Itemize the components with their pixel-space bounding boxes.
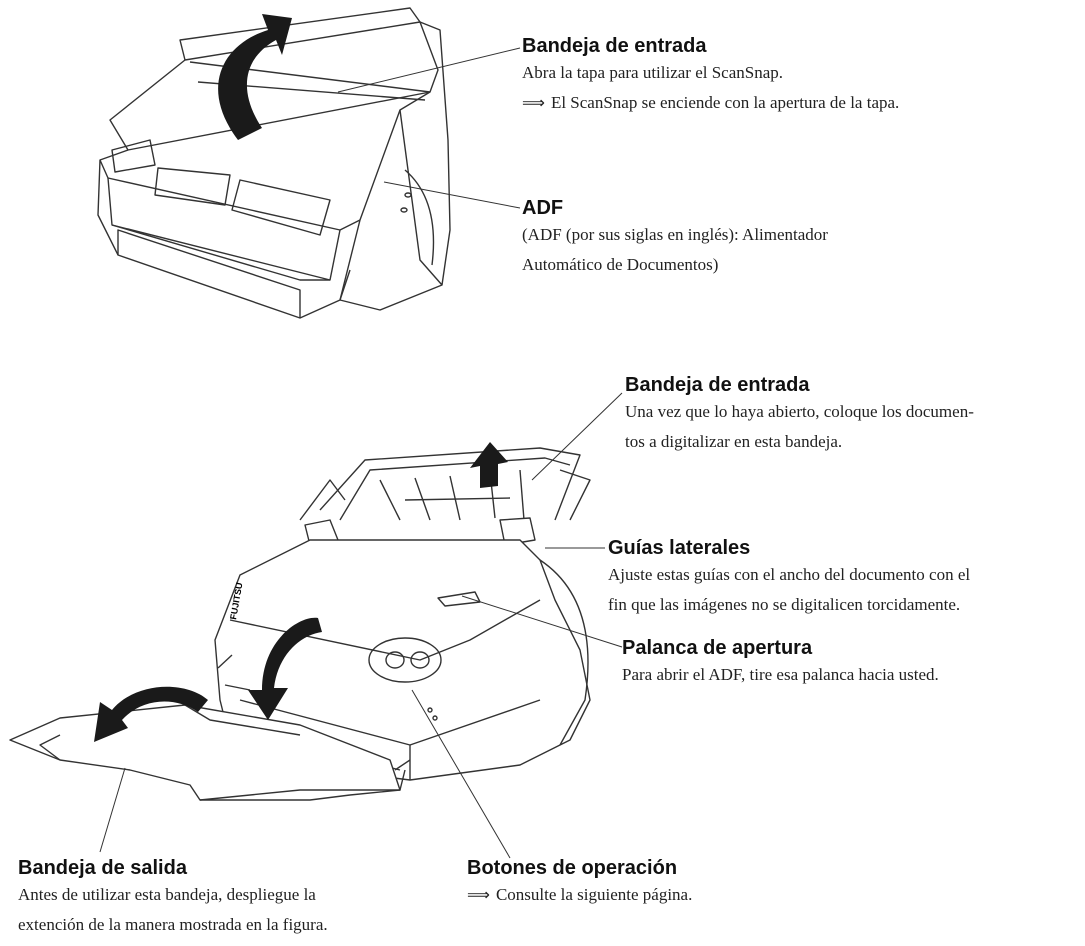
operation-buttons-callout: Botones de operación ⟹ Consulte la siguie… — [467, 856, 887, 911]
open-cover-arrow — [218, 14, 292, 140]
double-arrow-icon: ⟹ — [522, 95, 545, 112]
operation-buttons-title: Botones de operación — [467, 857, 678, 879]
top-input-tray-line2: El ScanSnap se enciende con la apertura … — [550, 93, 900, 112]
tray-up-arrow — [470, 442, 508, 488]
output-tray-open-arrow — [248, 617, 322, 720]
bottom-input-tray-line2: tos a digitalizar en esta bandeja. — [625, 432, 843, 451]
adf-callout: ADF (ADF (por sus siglas en inglés): Ali… — [522, 196, 1062, 280]
closed-scanner-drawing — [97, 7, 451, 319]
open-lever-title: Palanca de apertura — [622, 637, 813, 659]
output-tray-line2: extención de la manera mostrada en la fi… — [18, 915, 328, 934]
adf-line2: Automático de Documentos) — [522, 255, 719, 274]
open-lever-callout: Palanca de apertura Para abrir el ADF, t… — [622, 636, 1072, 690]
top-input-tray-callout: Bandeja de entrada Abra la tapa para uti… — [522, 34, 1062, 119]
side-guides-title: Guías laterales — [608, 537, 751, 559]
operation-buttons-line1: Consulte la siguiente página. — [495, 885, 693, 904]
bottom-input-tray-title: Bandeja de entrada — [625, 374, 810, 396]
output-tray-title: Bandeja de salida — [18, 857, 187, 879]
side-guides-line2: fin que las imágenes no se digitalicen t… — [608, 595, 961, 614]
adf-title: ADF — [522, 197, 564, 219]
open-lever-line1: Para abrir el ADF, tire esa palanca haci… — [622, 665, 939, 684]
top-input-tray-line1: Abra la tapa para utilizar el ScanSnap. — [522, 63, 784, 82]
operation-buttons-line1-row: ⟹ Consulte la siguiente página. — [467, 880, 887, 911]
double-arrow-icon: ⟹ — [467, 887, 490, 904]
top-input-tray-title: Bandeja de entrada — [522, 35, 707, 57]
top-leader-lines — [337, 47, 521, 209]
bottom-leader-lines — [99, 392, 623, 859]
bottom-input-tray-callout: Bandeja de entrada Una vez que lo haya a… — [625, 373, 1075, 457]
extension-open-arrow — [94, 686, 208, 742]
side-guides-line1: Ajuste estas guías con el ancho del docu… — [608, 565, 971, 584]
output-tray-line1: Antes de utilizar esta bandeja, desplieg… — [18, 885, 316, 904]
bottom-input-tray-line1: Una vez que lo haya abierto, coloque los… — [625, 402, 974, 421]
output-tray-callout: Bandeja de salida Antes de utilizar esta… — [18, 856, 438, 940]
adf-line1: (ADF (por sus siglas en inglés): Aliment… — [522, 225, 828, 244]
top-input-tray-line2-row: ⟹ El ScanSnap se enciende con la apertura… — [522, 88, 1062, 119]
side-guides-callout: Guías laterales Ajuste estas guías con e… — [608, 536, 1078, 620]
